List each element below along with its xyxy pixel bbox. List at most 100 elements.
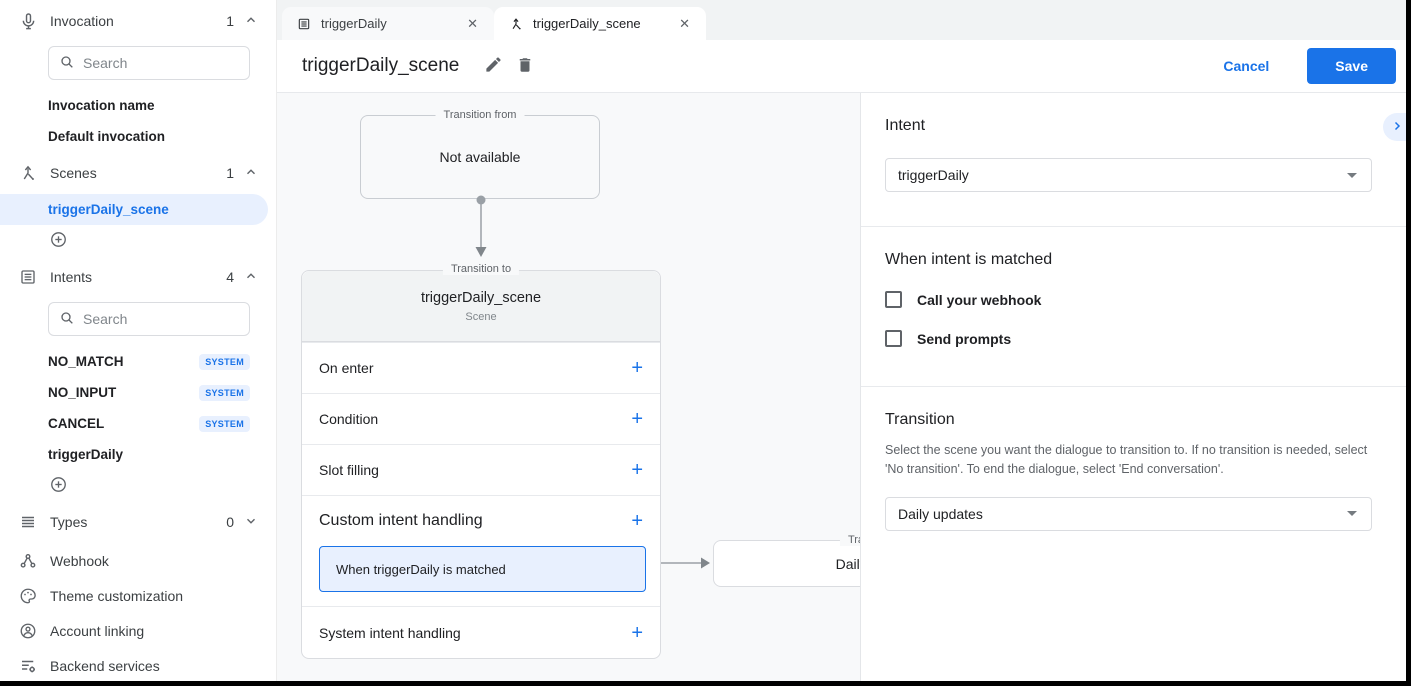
page-title: triggerDaily_scene — [302, 55, 460, 76]
scene-node-title: triggerDaily_scene — [420, 289, 542, 306]
send-prompts-checkbox[interactable] — [885, 330, 902, 347]
invocation-search[interactable] — [48, 46, 250, 80]
call-webhook-option[interactable]: Call your webhook — [885, 291, 1382, 308]
row-custom-intent-handling: Custom intent handling + When triggerDai… — [302, 495, 660, 606]
chevron-up-icon[interactable] — [244, 165, 258, 182]
section-count: 1 — [226, 165, 234, 181]
row-on-enter[interactable]: On enter + — [302, 342, 660, 393]
chevron-right-icon — [1391, 120, 1403, 135]
transition-heading: Transition — [885, 411, 955, 428]
scene-node-subtitle: Scene — [465, 310, 497, 323]
account-circle-icon — [16, 619, 40, 643]
plus-circle-icon — [49, 230, 68, 252]
delete-scene-button[interactable] — [509, 50, 541, 82]
row-slot-filling[interactable]: Slot filling + — [302, 444, 660, 495]
intent-heading: Intent — [885, 117, 926, 134]
dropdown-caret-icon — [1347, 172, 1357, 178]
tab-label: triggerDaily_scene — [533, 16, 641, 31]
target-node-label: Daily updates — [835, 555, 860, 572]
sidebar-item-no-input[interactable]: NO_INPUT SYSTEM — [0, 377, 276, 408]
transition-dropdown[interactable]: Daily updates — [885, 496, 1372, 531]
tab-triggerdaily[interactable]: triggerDaily ✕ — [282, 7, 494, 40]
intents-search[interactable] — [48, 302, 250, 336]
close-icon[interactable]: ✕ — [467, 15, 478, 31]
intent-properties-panel: Intent triggerDaily When intent is match… — [860, 93, 1406, 681]
matched-intent-item[interactable]: When triggerDaily is matched — [319, 546, 646, 592]
item-label: NO_MATCH — [48, 354, 124, 369]
sidebar-section-scenes[interactable]: Scenes 1 — [0, 152, 276, 194]
sidebar-section-types[interactable]: Types 0 — [0, 501, 276, 543]
item-label: Default invocation — [48, 129, 166, 144]
sidebar-item-account-linking[interactable]: Account linking — [0, 613, 276, 648]
item-label: NO_INPUT — [48, 385, 117, 400]
scene-node-header: triggerDaily_scene Scene — [302, 271, 660, 342]
transition-section: Transition Select the scene you want the… — [861, 387, 1406, 531]
node-legend: Transition to — [839, 534, 860, 546]
chevron-up-icon[interactable] — [244, 13, 258, 30]
chevron-down-icon[interactable] — [244, 514, 258, 531]
sidebar-item-theme-customization[interactable]: Theme customization — [0, 578, 276, 613]
call-webhook-checkbox[interactable] — [885, 291, 902, 308]
sidebar-section-invocation[interactable]: Invocation 1 — [0, 0, 276, 42]
transition-target-node[interactable]: Transition to Daily updates — [713, 534, 860, 587]
tab-label: triggerDaily — [321, 16, 387, 31]
chevron-up-icon[interactable] — [244, 269, 258, 286]
search-input[interactable] — [83, 55, 213, 71]
tab-triggerdaily-scene[interactable]: triggerDaily_scene ✕ — [494, 7, 706, 40]
add-on-enter-button[interactable]: + — [631, 357, 643, 379]
pencil-icon — [484, 55, 503, 77]
row-label: On enter — [319, 360, 374, 376]
intent-dropdown[interactable]: triggerDaily — [885, 158, 1372, 192]
section-label: Intents — [50, 269, 93, 285]
search-icon — [59, 54, 75, 73]
intent-doc-icon — [296, 16, 312, 32]
system-badge: SYSTEM — [199, 353, 250, 370]
close-icon[interactable]: ✕ — [679, 15, 690, 31]
search-icon — [59, 310, 75, 329]
plus-circle-icon — [49, 475, 68, 497]
add-condition-button[interactable]: + — [631, 408, 643, 430]
intents-list-icon — [16, 265, 40, 289]
types-lines-icon — [16, 510, 40, 534]
editor-content: Transition from Not available Transition… — [277, 93, 1406, 681]
sidebar-item-triggerdaily[interactable]: triggerDaily — [0, 439, 276, 470]
add-slot-filling-button[interactable]: + — [631, 459, 643, 481]
checkbox-label: Send prompts — [917, 330, 1012, 347]
sidebar-item-default-invocation[interactable]: Default invocation — [0, 121, 276, 152]
intent-dropdown-value: triggerDaily — [898, 167, 969, 183]
send-prompts-option[interactable]: Send prompts — [885, 330, 1382, 347]
sidebar-section-intents[interactable]: Intents 4 — [0, 256, 276, 298]
services-gear-icon — [16, 654, 40, 678]
save-button[interactable]: Save — [1307, 48, 1396, 84]
section-count: 0 — [226, 514, 234, 530]
add-custom-intent-button[interactable]: + — [631, 510, 643, 532]
section-divider — [861, 226, 1406, 227]
sidebar-item-no-match[interactable]: NO_MATCH SYSTEM — [0, 346, 276, 377]
collapse-panel-button[interactable] — [1383, 113, 1406, 141]
add-system-intent-button[interactable]: + — [631, 621, 643, 644]
item-label: triggerDaily_scene — [48, 202, 169, 217]
section-label: Invocation — [50, 13, 114, 29]
row-system-intent-handling[interactable]: System intent handling + — [302, 606, 660, 658]
palette-icon — [16, 584, 40, 608]
left-sidebar: Invocation 1 Invocation name Default inv… — [0, 0, 277, 681]
add-scene-button[interactable] — [0, 225, 276, 256]
edit-scene-button[interactable] — [477, 50, 509, 82]
row-label: Slot filling — [319, 462, 379, 478]
add-intent-button[interactable] — [0, 470, 276, 501]
sidebar-item-triggerdaily-scene[interactable]: triggerDaily_scene — [0, 194, 268, 225]
cancel-button[interactable]: Cancel — [1207, 50, 1285, 82]
row-label: Condition — [319, 411, 379, 427]
dropdown-caret-icon — [1347, 511, 1357, 516]
link-label: Backend services — [50, 657, 160, 674]
sidebar-item-backend-services[interactable]: Backend services — [0, 648, 276, 681]
sidebar-item-invocation-name[interactable]: Invocation name — [0, 90, 276, 121]
scene-diagram-canvas[interactable]: Transition from Not available Transition… — [277, 93, 860, 681]
row-condition[interactable]: Condition + — [302, 393, 660, 444]
sidebar-item-webhook[interactable]: Webhook — [0, 543, 276, 578]
row-label: System intent handling — [319, 624, 461, 641]
search-input[interactable] — [83, 311, 213, 327]
row-label: Custom intent handling — [319, 512, 483, 529]
sidebar-item-cancel[interactable]: CANCEL SYSTEM — [0, 408, 276, 439]
system-badge: SYSTEM — [199, 415, 250, 432]
